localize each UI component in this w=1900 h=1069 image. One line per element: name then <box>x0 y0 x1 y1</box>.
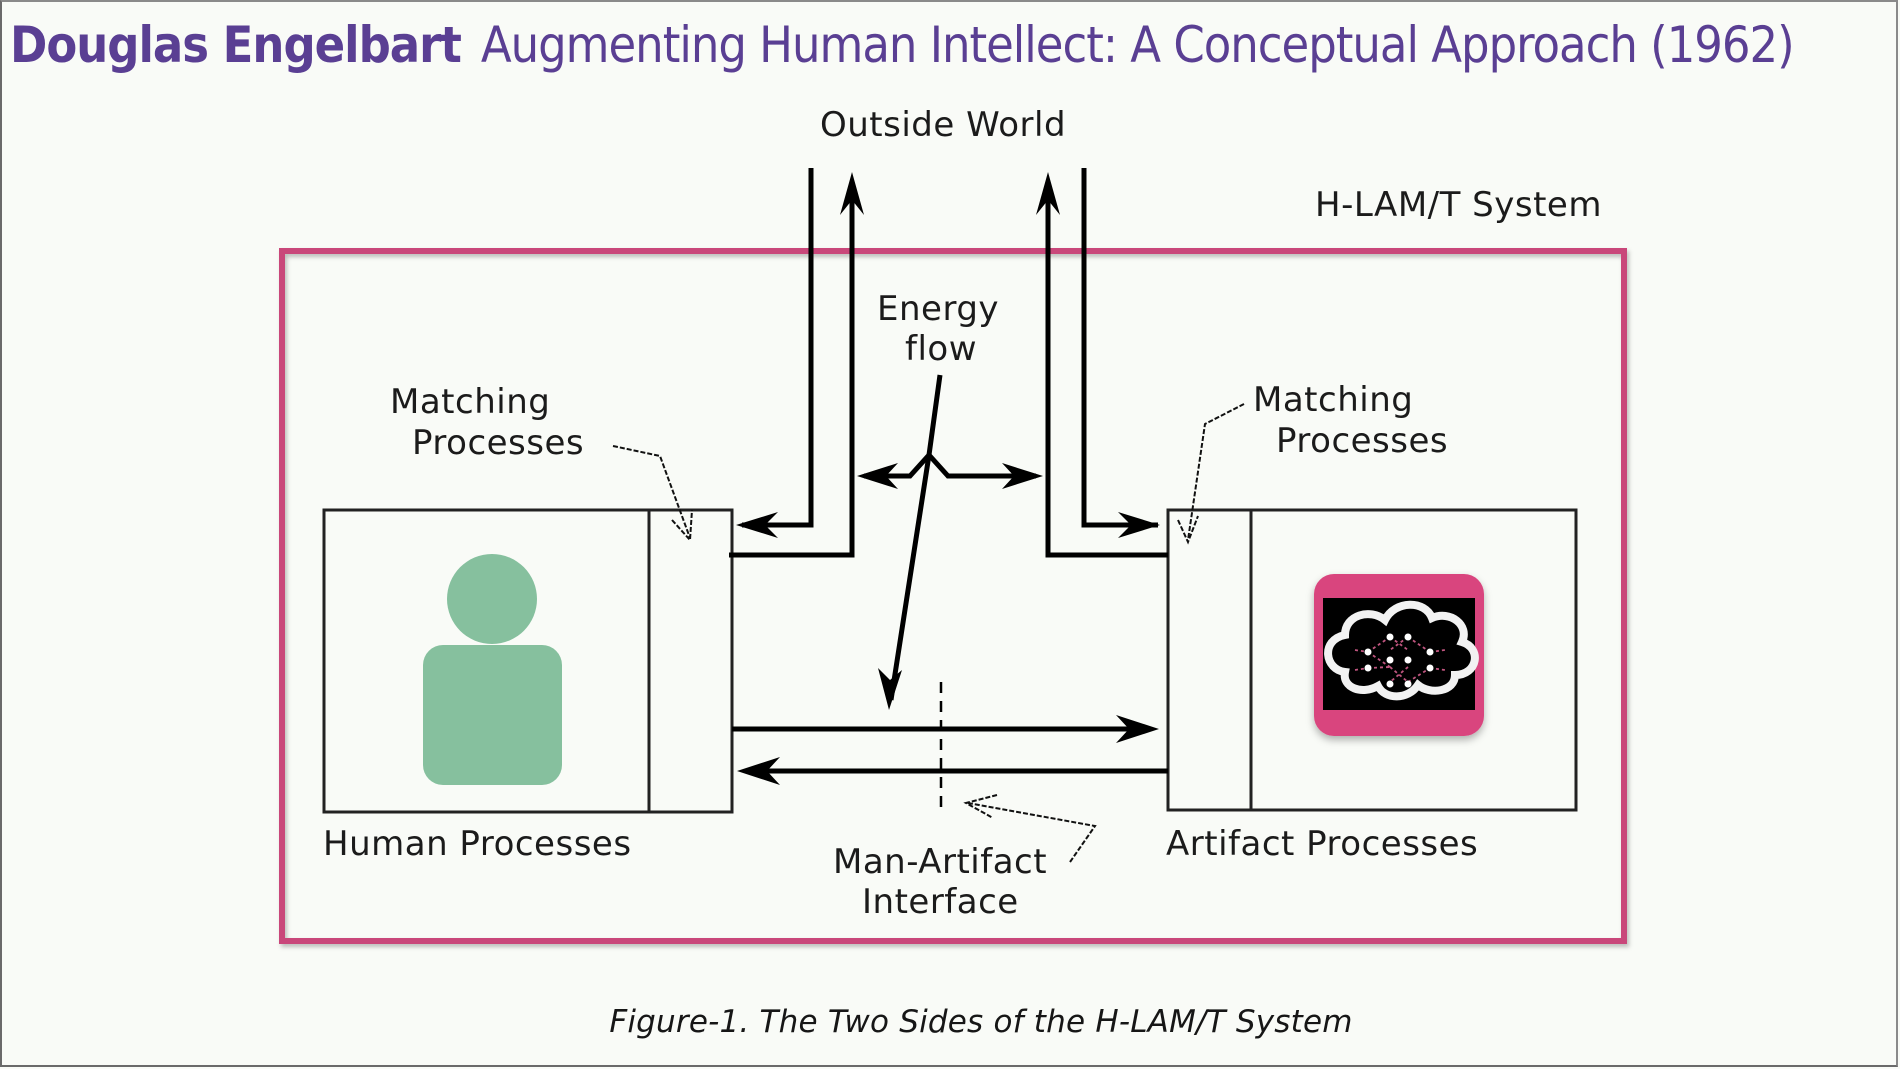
arrow-into-human-matching <box>736 512 778 538</box>
artifact-processes-box <box>1166 508 1578 812</box>
outside-to-artifact-channel <box>1045 168 1168 558</box>
arrow-to-human <box>737 757 780 785</box>
arrow-energy-right <box>1002 463 1043 489</box>
arrow-up-left-channel <box>840 172 864 215</box>
outside-to-human-channel <box>729 168 855 558</box>
human-processes-box <box>322 508 734 814</box>
arrow-into-artifact-matching <box>1118 512 1160 538</box>
human-processes-label: Human Processes <box>323 824 632 864</box>
figure-caption: Figure-1. The Two Sides of the H-LAM/T S… <box>609 1004 1353 1040</box>
energy-flow-label-1: Energy <box>877 289 999 329</box>
arrow-energy-left <box>857 463 898 489</box>
system-label: H-LAM/T System <box>1315 185 1602 225</box>
human-artifact-interaction-lines <box>732 726 1168 774</box>
cloud-neural-network-icon <box>1314 574 1484 736</box>
title-author: Douglas Engelbart <box>10 16 462 74</box>
matching-left-label-2: Processes <box>412 423 584 463</box>
energy-flow-label-2: flow <box>905 329 977 369</box>
arrow-up-right-channel <box>1036 172 1060 215</box>
energy-flow-arrow <box>864 374 1036 701</box>
matching-right-label-2: Processes <box>1276 421 1448 461</box>
arrow-energy-down <box>878 668 902 710</box>
outside-world-label: Outside World <box>820 105 1066 145</box>
matching-right-label-1: Matching <box>1253 380 1413 420</box>
interface-label-2: Interface <box>862 882 1019 922</box>
interface-label-1: Man-Artifact <box>833 842 1047 882</box>
arrow-to-artifact <box>1116 715 1159 743</box>
matching-left-label-1: Matching <box>390 382 550 422</box>
matching-right-pointer <box>1177 403 1245 545</box>
artifact-processes-label: Artifact Processes <box>1166 824 1478 864</box>
person-icon <box>423 554 562 785</box>
system-boundary <box>279 248 1627 944</box>
title-work: Augmenting Human Intellect: A Conceptual… <box>480 16 1795 74</box>
interface-pointer <box>963 794 1097 863</box>
matching-left-pointer <box>612 445 693 543</box>
slide-title: Douglas Engelbart Augmenting Human Intell… <box>10 14 1795 76</box>
